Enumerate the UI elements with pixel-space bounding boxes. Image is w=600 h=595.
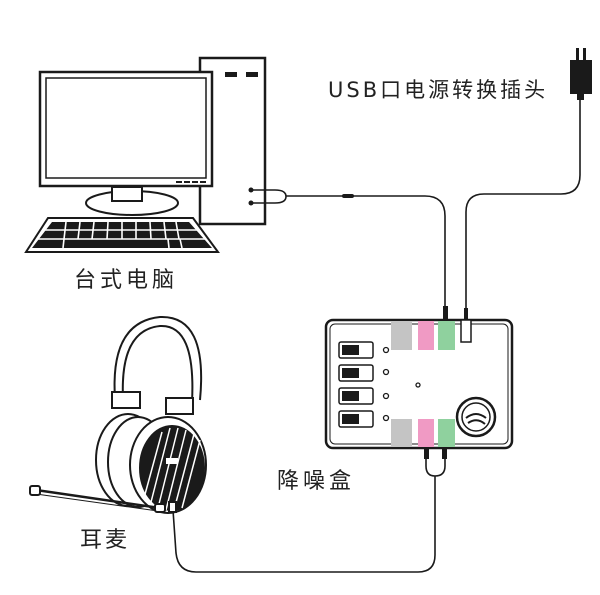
port-top-gray [391, 321, 412, 350]
keyboard [24, 217, 220, 253]
switches [338, 341, 374, 428]
cable-pc-to-box [251, 189, 446, 310]
port-top-green [438, 321, 455, 350]
port-bottom-green [438, 419, 455, 447]
usb-adapter-label: USB口电源转换插头 [328, 78, 549, 102]
cable-box-to-headset [172, 459, 446, 573]
port-bottom-pink [418, 419, 434, 447]
desktop-pc-label: 台式电脑 [74, 268, 179, 293]
noise-box-label: 降噪盒 [277, 469, 356, 494]
port-top-pink [418, 321, 434, 350]
headset [29, 315, 207, 514]
logo-knob [455, 396, 497, 438]
monitor [38, 70, 214, 216]
port-bottom-gray [391, 419, 412, 447]
noise-box-device [324, 306, 514, 459]
headset-label: 耳麦 [80, 528, 131, 553]
cable-usb-to-box [465, 100, 581, 310]
usb-adapter [570, 48, 592, 100]
